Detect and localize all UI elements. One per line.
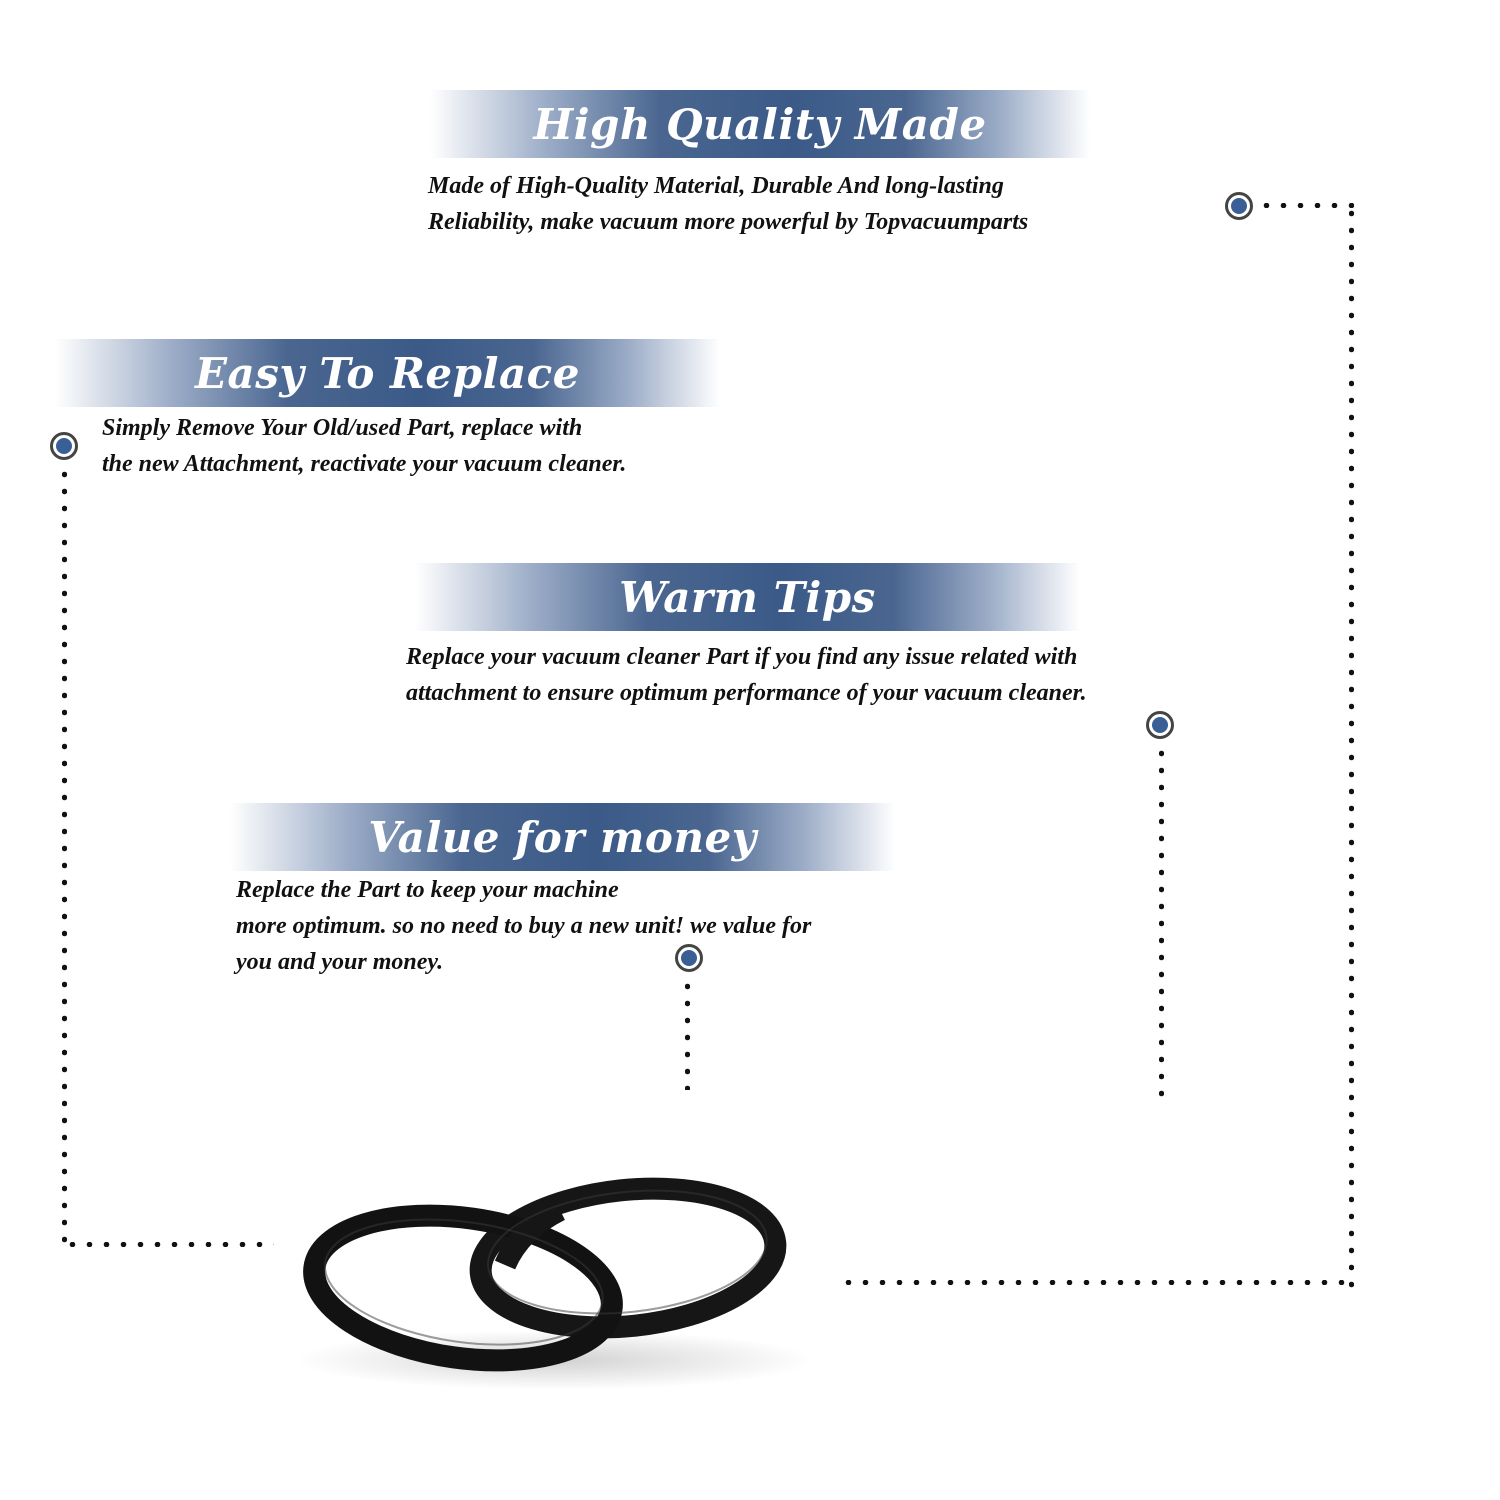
o-rings-product-image xyxy=(295,1177,815,1390)
feature-description: Replace the Part to keep your machine mo… xyxy=(236,877,812,975)
dotted-connector xyxy=(1349,205,1354,1290)
dotted-connector xyxy=(1159,745,1164,1105)
marker-dot-icon xyxy=(1146,711,1174,739)
marker-dot-icon xyxy=(50,432,78,460)
feature-title: Value for money xyxy=(368,812,757,862)
feature-banner-easy-replace: Easy To Replace xyxy=(55,339,720,407)
feature-banner-warm-tips: Warm Tips xyxy=(415,563,1080,631)
feature-description: Made of High-Quality Material, Durable A… xyxy=(428,173,1029,235)
feature-title: Easy To Replace xyxy=(195,348,580,398)
marker-dot-icon xyxy=(1225,192,1253,220)
feature-title: Warm Tips xyxy=(619,572,876,622)
dotted-connector xyxy=(62,466,67,1248)
feature-title: High Quality Made xyxy=(533,99,987,149)
feature-description: Replace your vacuum cleaner Part if you … xyxy=(406,644,1087,706)
feature-description: Simply Remove Your Old/used Part, replac… xyxy=(102,415,627,477)
feature-banner-high-quality: High Quality Made xyxy=(430,90,1090,158)
marker-dot-icon xyxy=(675,944,703,972)
dotted-connector xyxy=(1258,203,1354,208)
dotted-connector xyxy=(64,1242,274,1247)
dotted-connector xyxy=(840,1280,1354,1285)
feature-banner-value-money: Value for money xyxy=(230,803,895,871)
dotted-connector xyxy=(685,978,690,1090)
